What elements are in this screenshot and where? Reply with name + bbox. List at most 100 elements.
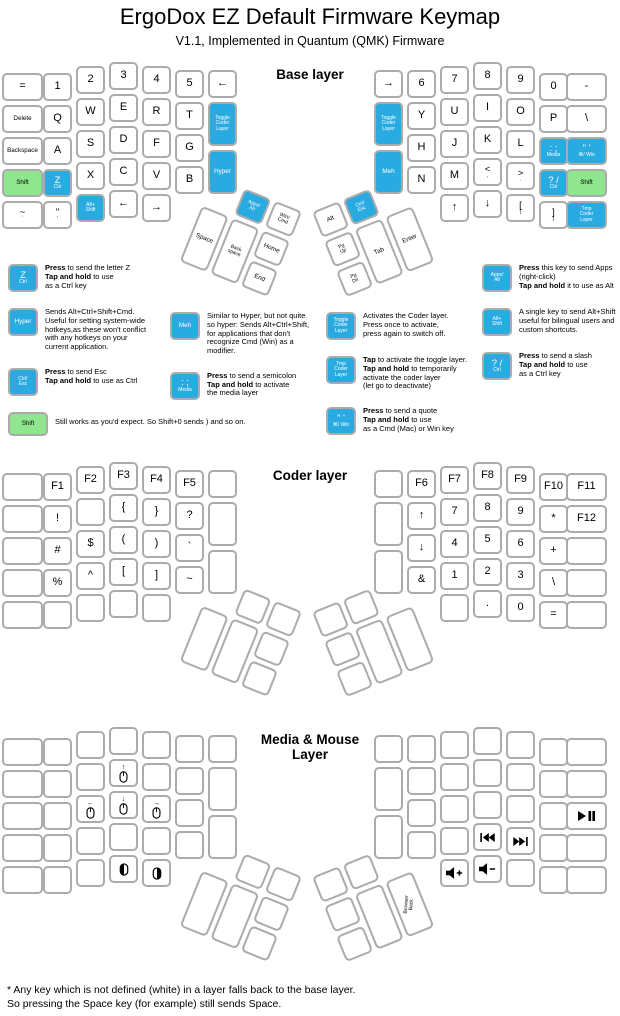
key-blank <box>109 727 138 755</box>
key-greater-than-period: >. <box>506 162 535 190</box>
key-label: : ;Media <box>178 377 192 393</box>
key-plus: + <box>539 537 568 565</box>
key-label: 1 <box>451 569 458 582</box>
key-label: Tab <box>372 245 385 257</box>
key-g: G <box>175 134 204 162</box>
key-label: F11 <box>577 480 596 493</box>
key-blank <box>208 502 237 546</box>
key-blank <box>43 866 72 894</box>
key-label: B <box>185 173 194 186</box>
key-b: B <box>175 166 204 194</box>
key-label: → <box>383 77 394 90</box>
key-blank <box>2 473 43 501</box>
layer-title-media: Media & Mouse Layer <box>260 732 360 762</box>
key-alt+-shift: Alt+Shift <box>482 308 512 336</box>
key-label: Meh <box>382 167 395 175</box>
key-label: "' <box>55 206 60 223</box>
key-label: ? <box>186 509 193 522</box>
key-sym-win: " '⌘/ Win <box>566 137 607 165</box>
key-label: W <box>85 105 96 118</box>
key-7: 7 <box>440 498 469 526</box>
key-blank <box>175 799 204 827</box>
key-blank <box>539 802 568 830</box>
key-blank <box>208 470 237 498</box>
key-bracket-close-brace-close: ]} <box>539 201 568 229</box>
key-blank <box>473 727 502 755</box>
key-label: ] <box>154 569 159 582</box>
key-mouse-right-button <box>142 859 171 887</box>
key-alt+-shift: Alt+Shift <box>76 194 105 222</box>
key-label: Alt <box>325 214 336 224</box>
key-blank <box>407 767 436 795</box>
key-label: - <box>584 80 589 93</box>
key-label: G <box>185 141 194 154</box>
key-label: 2 <box>484 565 491 578</box>
key-equals: = <box>539 601 568 629</box>
key-label: Win/Cmd <box>276 211 291 226</box>
key-f9: F9 <box>506 466 535 494</box>
key-blank <box>539 770 568 798</box>
key-hyper: Hyper <box>8 308 38 336</box>
key-label: U <box>450 105 459 118</box>
key-6: 6 <box>506 530 535 558</box>
key-4: 4 <box>142 66 171 94</box>
key-label: P <box>549 112 558 125</box>
key-blank <box>43 802 72 830</box>
key-label: F6 <box>415 477 428 490</box>
prev-track-icon <box>480 832 495 842</box>
key-label: } <box>154 505 159 518</box>
key-label: ` <box>187 541 192 554</box>
key-label: : ;Media <box>546 142 561 159</box>
key-blank <box>142 731 171 759</box>
key-label: H <box>417 141 426 154</box>
key-label: L <box>517 137 524 150</box>
key-blank <box>473 791 502 819</box>
key-bracket-open: [ <box>109 558 138 586</box>
key-label: * <box>551 512 556 525</box>
key-arrow-down: ↓ <box>407 534 436 562</box>
key-label: T <box>186 109 193 122</box>
key-4: 4 <box>440 530 469 558</box>
key-blank <box>208 815 237 859</box>
key-label: F8 <box>481 469 494 482</box>
key-blank <box>2 601 43 629</box>
key-label: 5 <box>484 533 491 546</box>
legend-text: Press to send a quote Tap and hold to us… <box>363 406 454 433</box>
key-label: Hyper <box>14 317 32 325</box>
key-blank <box>43 738 72 766</box>
key-blank <box>234 853 272 891</box>
thumb-cluster <box>178 576 303 701</box>
key-blank <box>234 588 272 626</box>
key-brace-close: } <box>142 498 171 526</box>
thumb-cluster <box>312 576 437 701</box>
key-blank <box>566 601 607 629</box>
key-5: 5 <box>473 526 502 554</box>
key-label: Apps/Alt <box>246 198 262 213</box>
key-label: # <box>54 544 61 557</box>
key-h: H <box>407 134 436 162</box>
key-blank <box>374 470 403 498</box>
key-blank <box>252 895 291 933</box>
key-label: ← <box>217 77 228 90</box>
key-m: M <box>440 162 469 190</box>
key-label: \ <box>584 112 589 125</box>
key-paren-open: ( <box>109 526 138 554</box>
key-label: Shift <box>580 178 593 186</box>
key-label: E <box>119 101 128 114</box>
key-8: 8 <box>473 494 502 522</box>
key-k: K <box>473 126 502 154</box>
key-ampersand: & <box>407 566 436 594</box>
key-next-track <box>506 827 535 855</box>
key-8: 8 <box>473 62 502 90</box>
key-label: Space <box>194 231 215 245</box>
key-label: <, <box>484 163 491 180</box>
key-label: F <box>153 137 160 150</box>
